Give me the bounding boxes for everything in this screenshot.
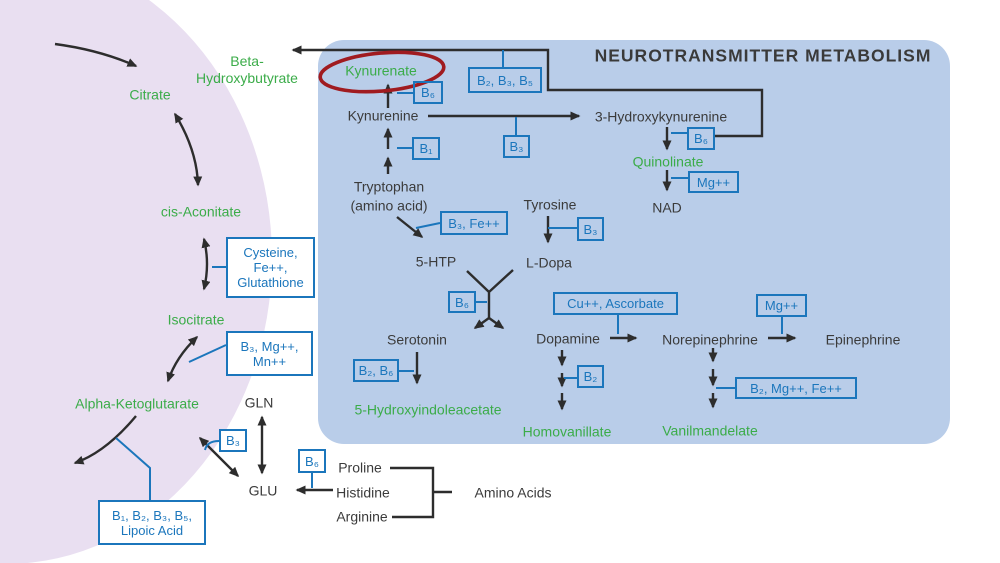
node-quinolinate: Quinolinate: [632, 153, 704, 170]
label-amino-acids: Amino Acids: [474, 484, 552, 501]
beta-line2: Hydroxybutyrate: [196, 70, 298, 86]
connector-b3mgmn-box: [188, 344, 227, 363]
node-arginine: Arginine: [336, 508, 388, 525]
cofactor-box-b3-fe-tryptophan: B₃, Fe++: [440, 211, 508, 235]
cofactor-box-b6-hydroxykynurenine: B₆: [687, 127, 715, 150]
node-glu: GLU: [248, 482, 278, 499]
node-epinephrine: Epinephrine: [825, 331, 901, 348]
kynurenate-highlight-ellipse: [318, 50, 446, 94]
node-5-hydroxyindoleacetate: 5-Hydroxyindoleacetate: [354, 401, 502, 418]
amino-acids-bracket: [390, 466, 452, 519]
arrow-glu-alphakg: [198, 436, 240, 478]
node-nad: NAD: [652, 199, 682, 216]
cofactor-box-b-complex-lipoic: B₁, B₂, B₃, B₅, Lipoic Acid: [98, 500, 206, 545]
arrow-branch-dopamine: [488, 317, 505, 329]
arrow-into-cycle: [54, 42, 138, 68]
cofactor-box-b2-dopamine: B₂: [577, 365, 604, 388]
arrow-cisaconitate-isocitrate: [201, 237, 211, 291]
node-serotonin: Serotonin: [387, 331, 447, 348]
cofactor-box-b2-b3-b5: B₂, B₃, B₅: [468, 67, 542, 93]
node-isocitrate: Isocitrate: [167, 311, 225, 328]
cofactor-box-b1-tryptophan: B₁: [412, 137, 440, 160]
cofactor-box-b6-kynurenate: B₆: [413, 81, 443, 104]
node-kynurenate: Kynurenate: [345, 62, 417, 79]
cofactor-box-mg-quinolinate: Mg++: [688, 171, 739, 193]
cofactor-box-b3-kynurenine: B₃: [503, 135, 530, 158]
node-citrate: Citrate: [129, 86, 171, 103]
node-proline: Proline: [338, 459, 382, 476]
node-5-htp: 5-HTP: [415, 253, 457, 270]
blue-connectors: [115, 50, 783, 500]
cofactor-box-b3-glutamine: B₃: [219, 429, 247, 452]
connector-b3fe-tryptophan: [415, 222, 441, 229]
arrow-branch-serotonin: [473, 317, 490, 329]
node-beta-hydroxybutyrate: Beta-Hydroxybutyrate: [196, 53, 298, 87]
arrow-tryptophan-5htp: [396, 216, 424, 238]
node-tryptophan-note: (amino acid): [350, 197, 428, 214]
node-gln: GLN: [244, 394, 274, 411]
cofactor-box-b3-mg-mn: B₃, Mg++, Mn++: [226, 331, 313, 376]
arrow-isocitrate-alphakg: [166, 335, 199, 383]
node-3-hydroxykynurenine: 3-Hydroxykynurenine: [594, 108, 728, 125]
beta-line1: Beta-: [230, 53, 264, 69]
node-alpha-ketoglutarate: Alpha-Ketoglutarate: [75, 395, 199, 412]
arrow-elbow-to-betahydroxybutyrate: [291, 45, 764, 138]
node-vanilmandelate: Vanilmandelate: [662, 422, 758, 439]
cofactor-box-cysteine-fe-glutathione: Cysteine, Fe++, Glutathione: [226, 237, 315, 298]
node-tyrosine: Tyrosine: [523, 196, 577, 213]
node-l-dopa: L-Dopa: [526, 254, 572, 271]
cofactor-box-b2-mg-fe: B₂, Mg++, Fe++: [735, 377, 857, 399]
node-tryptophan: Tryptophan: [353, 178, 425, 195]
cofactor-box-b2-b6-serotonin: B₂, B₆: [353, 359, 399, 382]
node-homovanillate: Homovanillate: [522, 423, 612, 440]
arrow-citrate-cisaconitate: [173, 112, 203, 187]
connector-b3-glutamine: [204, 440, 220, 451]
cofactor-box-b3-tyrosine: B₃: [577, 217, 604, 241]
panel-title: NEUROTRANSMITTER METABOLISM: [594, 45, 932, 66]
cofactor-box-mg-epinephrine: Mg++: [756, 294, 807, 317]
arrow-alphakg-out: [73, 415, 137, 465]
node-kynurenine: Kynurenine: [347, 107, 419, 124]
cofactor-box-cu-ascorbate: Cu++, Ascorbate: [553, 292, 678, 315]
decarboxylase-branch-stem: [466, 269, 514, 319]
node-dopamine: Dopamine: [536, 330, 600, 347]
node-cis-aconitate: cis-Aconitate: [160, 203, 242, 220]
node-histidine: Histidine: [336, 484, 390, 501]
node-norepinephrine: Norepinephrine: [662, 331, 758, 348]
cofactor-box-b6-glutamate: B₆: [298, 449, 326, 473]
connector-lipoic-box: [115, 437, 151, 500]
neurotransmitter-panel: [318, 40, 950, 444]
cofactor-box-b6-decarboxylase: B₆: [448, 291, 476, 313]
